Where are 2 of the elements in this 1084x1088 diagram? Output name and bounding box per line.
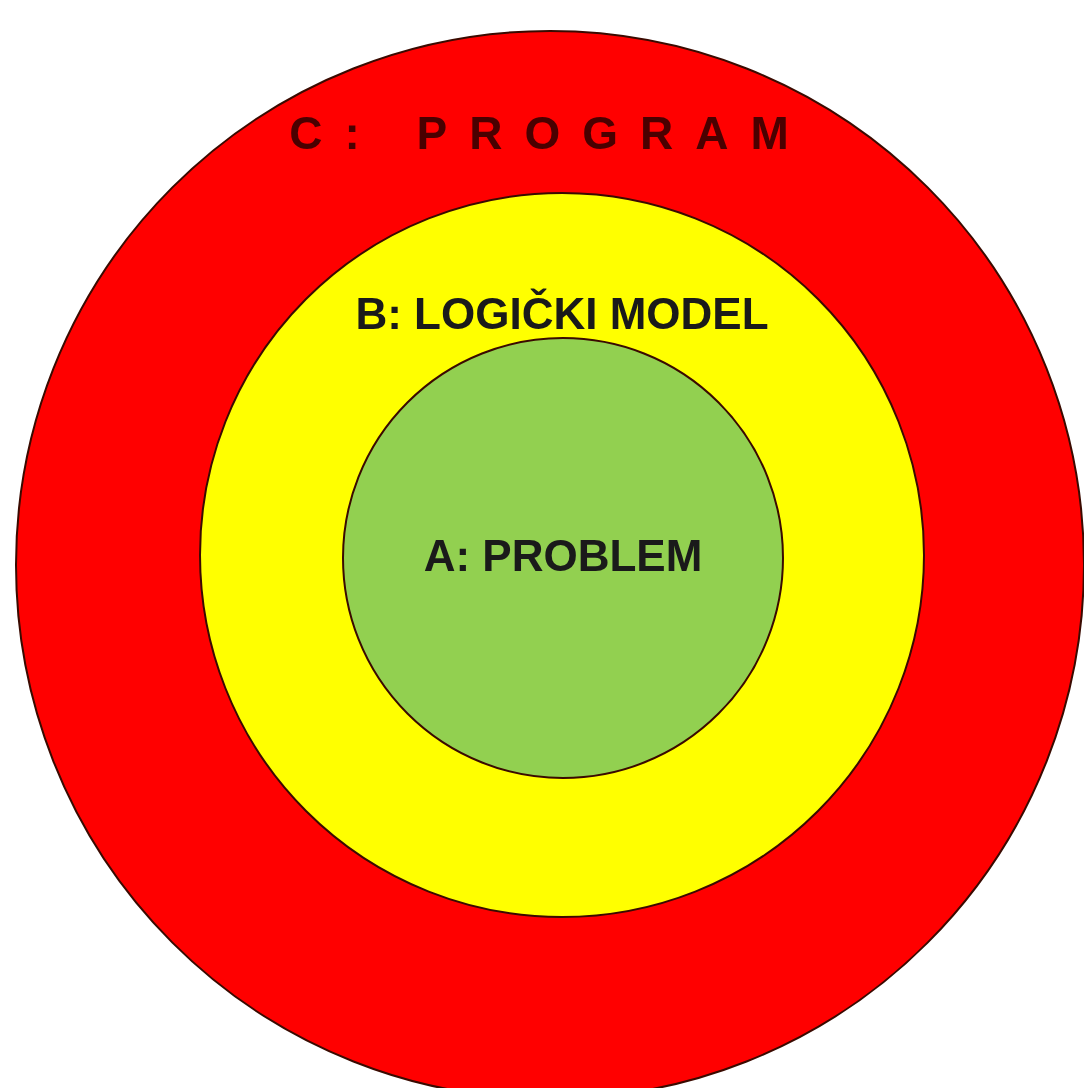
circle-title: C: PROGRAM <box>288 110 812 156</box>
circle-title: A: PROBLEM <box>422 534 704 578</box>
